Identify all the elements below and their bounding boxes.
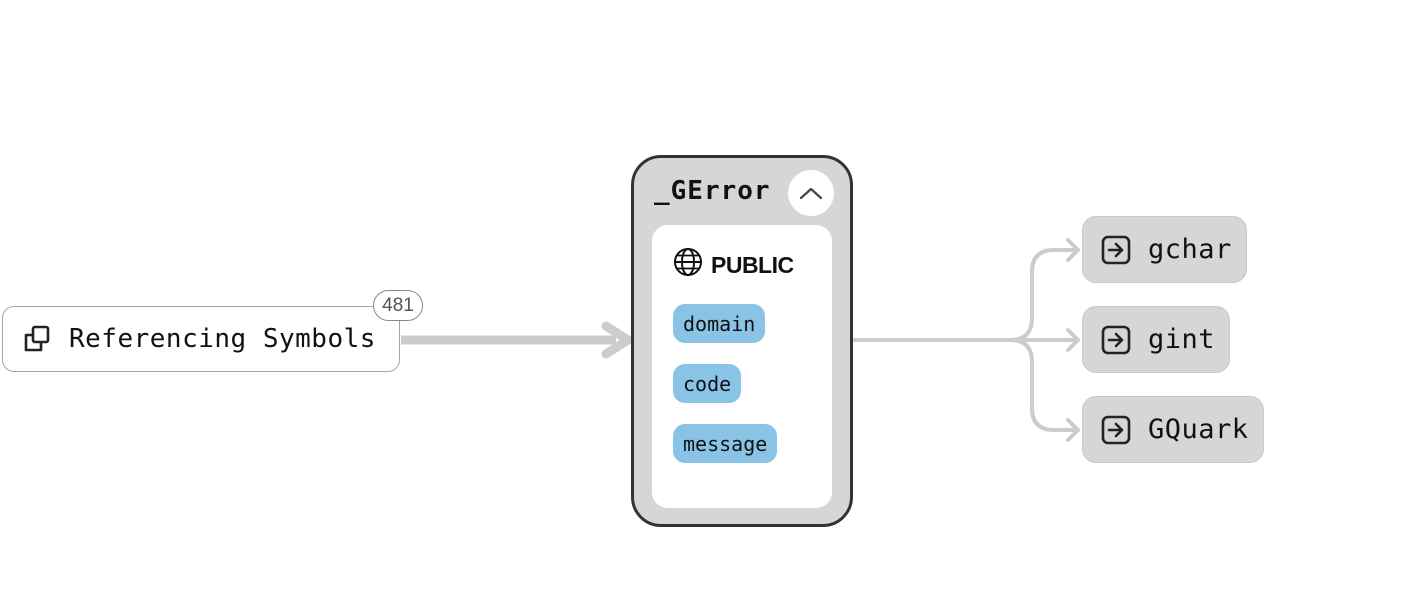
edge-gerror-to-gquark [1008,338,1080,442]
edge-gerror-to-gchar [1008,238,1080,342]
type-label-gint: gint [1148,324,1216,355]
arrow-into-box-icon [1101,325,1131,354]
section-label: PUBLIC [711,252,794,278]
public-section-header: PUBLIC [673,244,794,279]
type-label-gchar: gchar [1148,234,1232,265]
type-node-gquark[interactable]: GQuark [1082,396,1264,463]
type-node-gint[interactable]: gint [1082,306,1231,373]
struct-title: _GError [654,176,771,206]
member-domain[interactable]: domain [673,304,766,343]
reference-count-badge: 481 [373,290,423,321]
copy-icon [24,325,50,352]
member-message[interactable]: message [673,424,778,463]
arrow-into-box-icon [1101,235,1131,264]
members-panel: PUBLIC domain code message [652,225,832,508]
type-label-gquark: GQuark [1148,414,1249,445]
edge-referencing-to-gerror [401,321,633,359]
referencing-symbols-node[interactable]: Referencing Symbols [2,306,400,372]
arrow-into-box-icon [1101,415,1131,444]
member-code[interactable]: code [673,364,742,403]
chevron-up-icon [799,187,823,200]
edge-gerror-to-gint [851,328,1080,352]
globe-icon [674,247,702,276]
collapse-button[interactable] [788,170,834,216]
gerror-struct-node[interactable]: _GError PUBLIC domain code message [631,155,853,527]
referencing-symbols-label: Referencing Symbols [69,324,376,354]
type-node-gchar[interactable]: gchar [1082,216,1247,283]
